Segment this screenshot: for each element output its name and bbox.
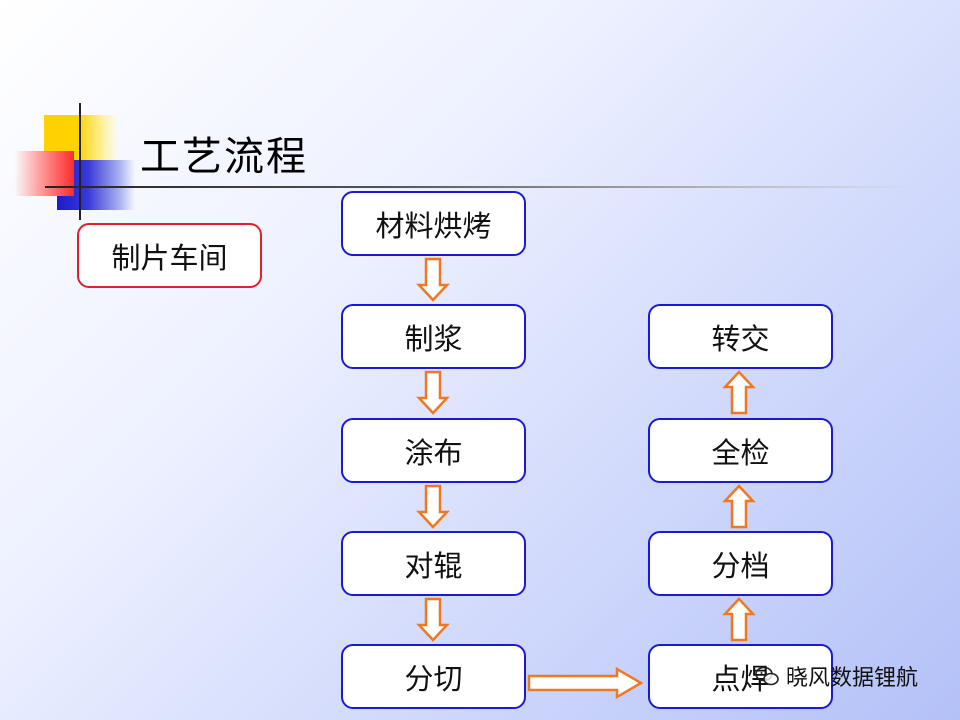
- arrow-up-2: [722, 484, 756, 529]
- page-title: 工艺流程: [140, 134, 308, 180]
- title-underline: [45, 186, 910, 188]
- step-coating: 涂布: [341, 418, 526, 483]
- step-full-inspection: 全检: [648, 418, 833, 483]
- wechat-icon: [755, 666, 779, 686]
- arrow-down-2: [416, 370, 450, 415]
- step-slitting: 分切: [341, 644, 526, 709]
- step-rolling: 对辊: [341, 531, 526, 596]
- arrow-up-1: [722, 597, 756, 642]
- arrow-down-4: [416, 597, 450, 642]
- arrow-down-3: [416, 484, 450, 529]
- watermark-text: 晓风数据锂航: [786, 666, 919, 691]
- watermark: 晓风数据锂航: [754, 660, 918, 692]
- step-spot-welding: 点焊: [648, 644, 833, 709]
- step-material-baking: 材料烘烤: [341, 191, 526, 256]
- step-slurry-making: 制浆: [341, 304, 526, 369]
- step-grading: 分档: [648, 531, 833, 596]
- arrow-up-3: [722, 370, 756, 415]
- decor-red-square: [14, 151, 74, 196]
- workshop-label: 制片车间: [77, 223, 262, 288]
- step-transfer: 转交: [648, 304, 833, 369]
- arrow-right: [527, 666, 644, 700]
- arrow-down-1: [416, 257, 450, 302]
- decor-vertical-line: [79, 103, 81, 220]
